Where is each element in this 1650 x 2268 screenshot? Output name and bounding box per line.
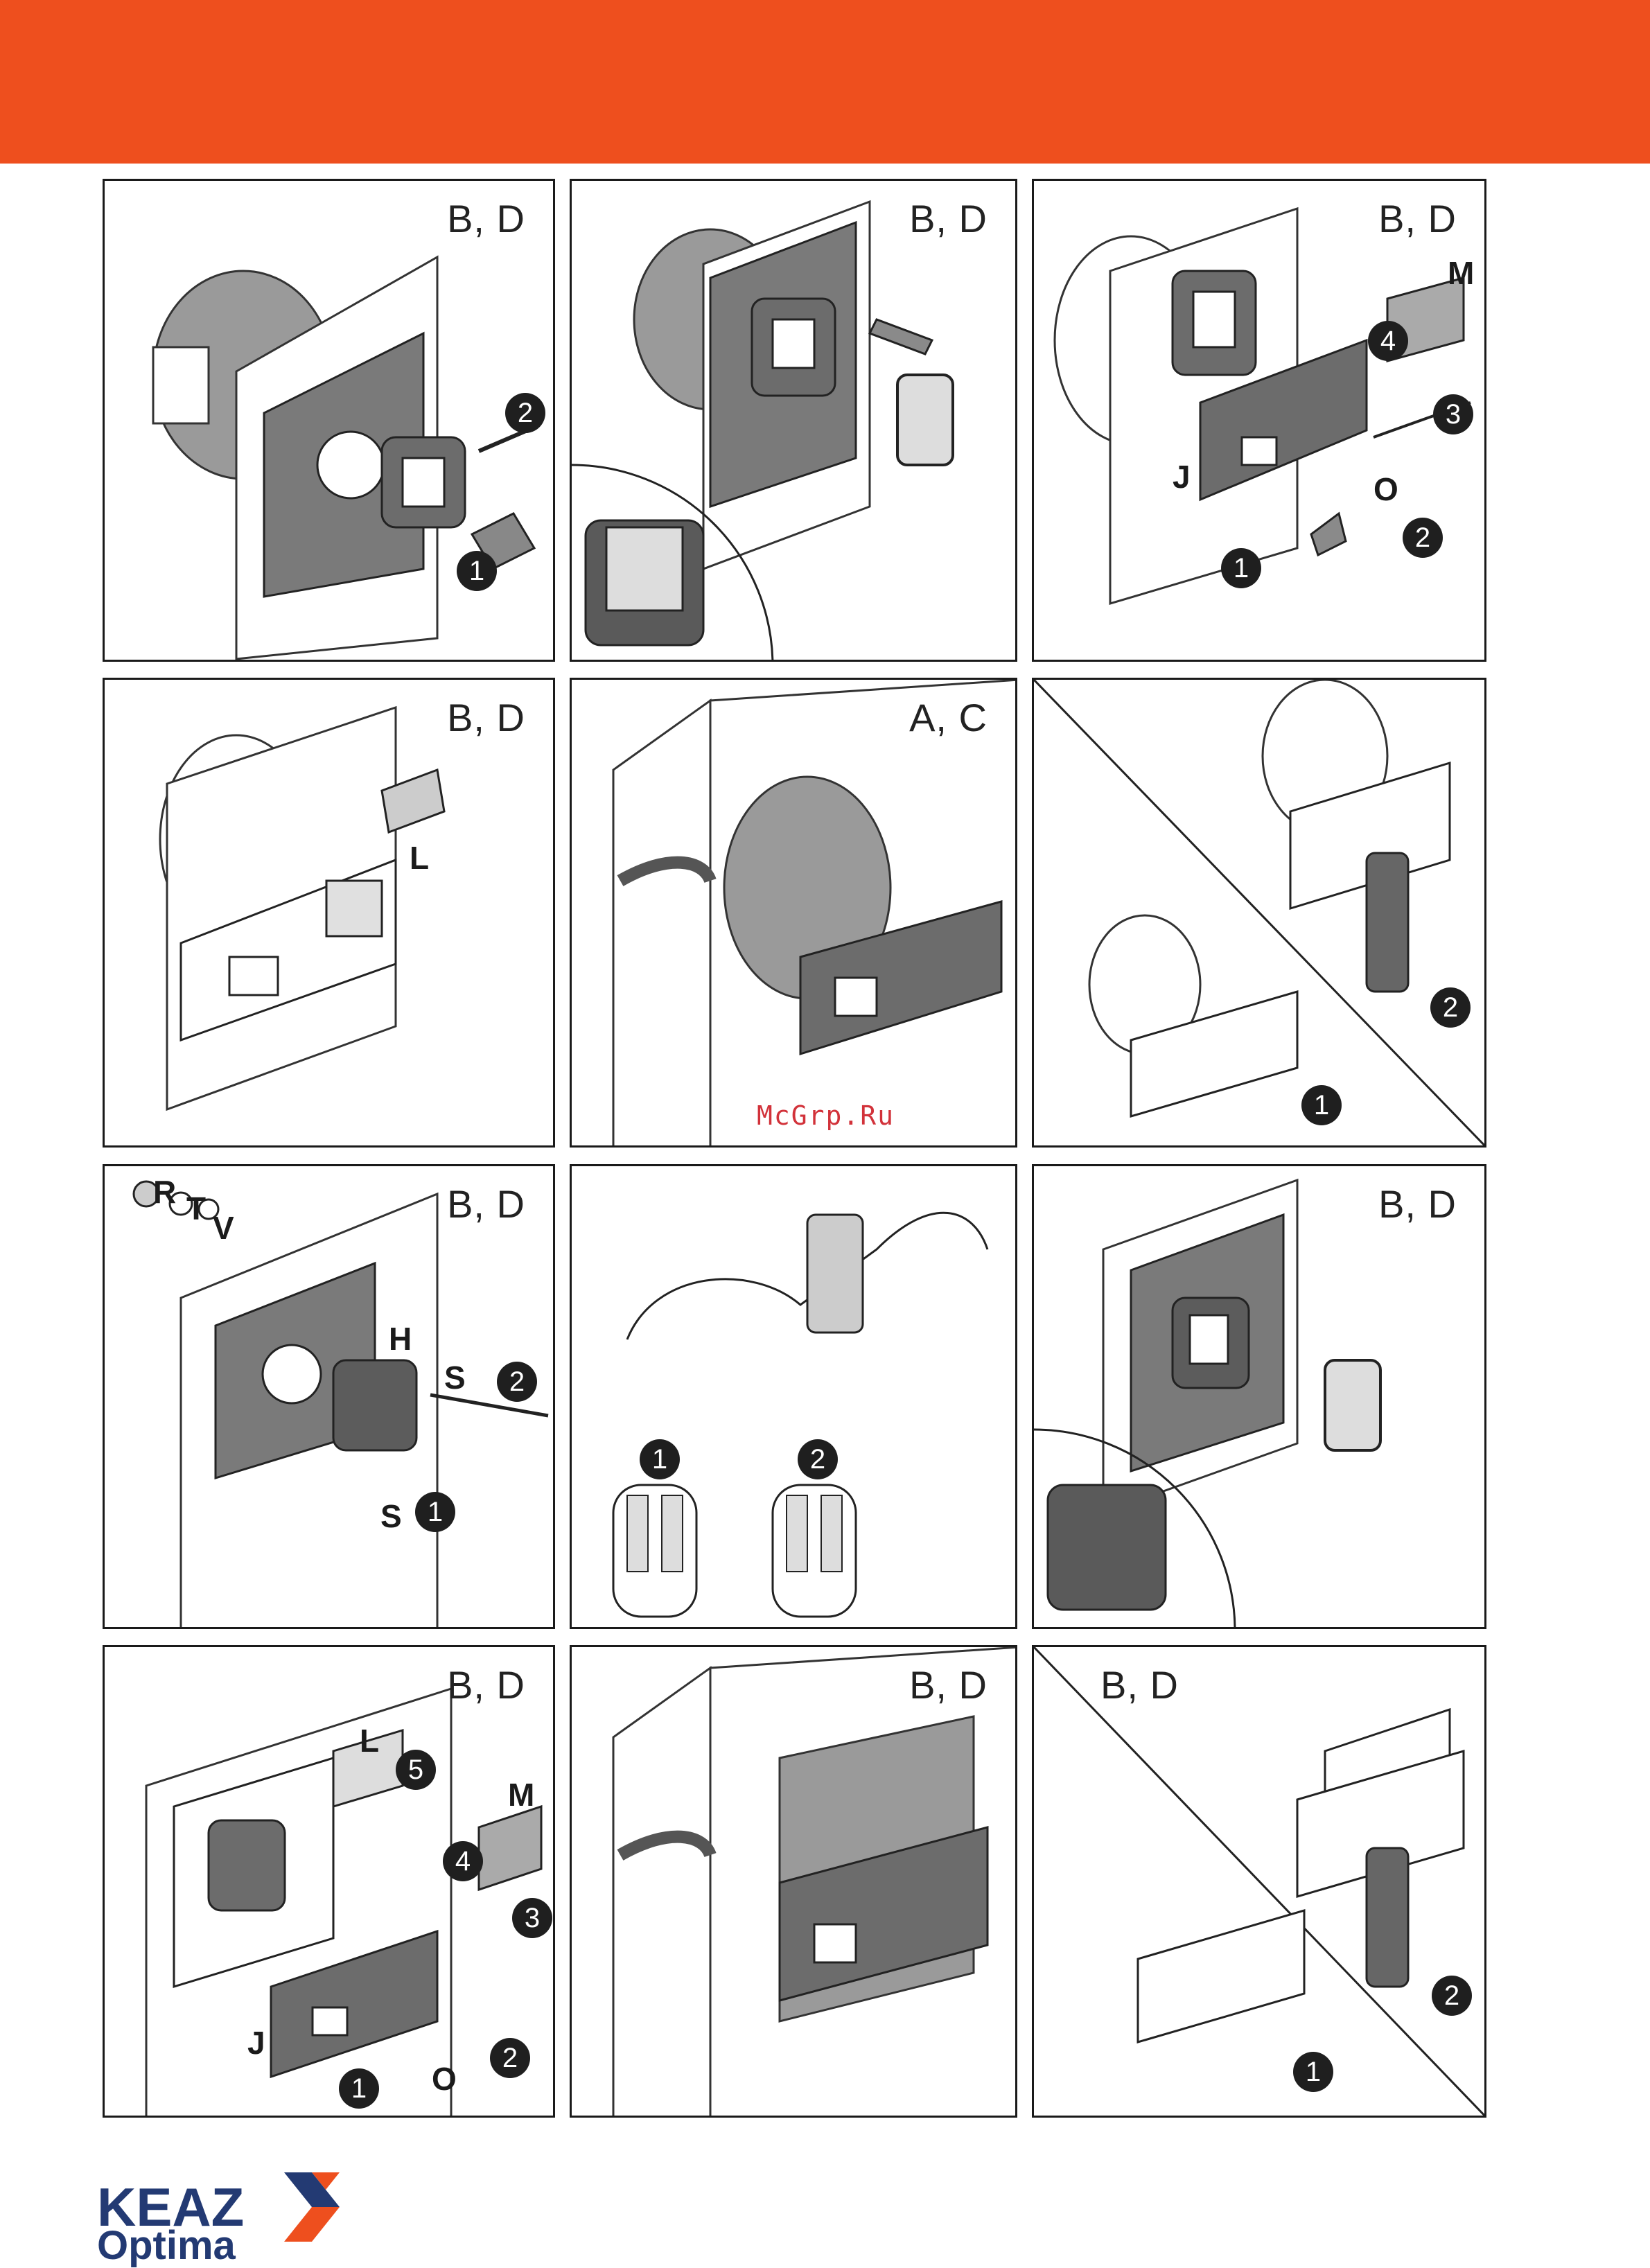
panel-9-illustration xyxy=(1034,1166,1486,1629)
part-letter: S xyxy=(444,1359,466,1396)
panel-12-illustration xyxy=(1034,1647,1486,2118)
step-badge: 1 xyxy=(1301,1085,1342,1125)
step-badge: 1 xyxy=(1293,2052,1333,2092)
panel-label: B, D xyxy=(1378,1181,1457,1227)
step-badge: 2 xyxy=(1432,1976,1472,2016)
panel-5-illustration xyxy=(572,680,1017,1148)
panel-12: B, D 1 2 xyxy=(1032,1645,1486,2118)
step-badge: 4 xyxy=(1368,321,1408,361)
panel-6-illustration xyxy=(1034,680,1486,1148)
panel-1-illustration xyxy=(105,181,555,662)
panel-label: B, D xyxy=(1378,196,1457,241)
part-letter: H xyxy=(389,1320,412,1357)
keaz-logo-mark-icon xyxy=(270,2172,353,2242)
step-badge: 1 xyxy=(339,2068,379,2109)
part-letter: J xyxy=(1173,458,1191,495)
step-badge: 1 xyxy=(1221,548,1261,588)
part-letter: O xyxy=(1373,471,1398,508)
panel-8: 1 2 xyxy=(570,1164,1017,1629)
panel-label: B, D xyxy=(447,1181,525,1227)
panel-label: B, D xyxy=(909,196,988,241)
part-letter: M xyxy=(508,1776,534,1813)
step-badge: 1 xyxy=(640,1439,680,1479)
panel-label: B, D xyxy=(447,695,525,740)
panel-3: B, D M J O 1 2 3 4 xyxy=(1032,179,1486,662)
step-badge: 1 xyxy=(457,551,497,591)
part-letter: T xyxy=(186,1190,206,1227)
panel-7: B, D R T V H S S 1 2 xyxy=(103,1164,555,1629)
panel-11: B, D xyxy=(570,1645,1017,2118)
panel-11-illustration xyxy=(572,1647,1017,2118)
panel-label: A, C xyxy=(909,695,988,740)
part-letter: L xyxy=(410,839,429,877)
step-badge: 3 xyxy=(512,1898,552,1938)
step-badge: 2 xyxy=(1430,987,1471,1028)
step-badge: 5 xyxy=(396,1750,436,1790)
part-letter: J xyxy=(247,2024,265,2062)
panel-3-illustration xyxy=(1034,181,1486,662)
brand-logo: KEAZ Optima xyxy=(97,2179,374,2235)
step-badge: 2 xyxy=(505,393,545,433)
part-letter: R xyxy=(153,1173,176,1211)
step-badge: 2 xyxy=(497,1362,537,1402)
panel-4: B, D L xyxy=(103,678,555,1148)
panel-label: B, D xyxy=(447,196,525,241)
panel-label: B, D xyxy=(1100,1662,1179,1707)
part-letter: M xyxy=(1448,254,1474,292)
step-badge: 2 xyxy=(798,1439,838,1479)
panel-label: B, D xyxy=(447,1662,525,1707)
panel-4-illustration xyxy=(105,680,555,1148)
part-letter: V xyxy=(213,1209,234,1247)
panel-6: 1 2 xyxy=(1032,678,1486,1148)
brand-subname: Optima xyxy=(97,2225,236,2267)
panel-7-illustration xyxy=(105,1166,555,1629)
panel-5: A, C xyxy=(570,678,1017,1148)
panel-10-illustration xyxy=(105,1647,555,2118)
panel-2-illustration xyxy=(572,181,1017,662)
step-badge: 2 xyxy=(490,2038,530,2078)
panel-10: B, D L M J O 1 2 3 4 5 xyxy=(103,1645,555,2118)
panel-label: B, D xyxy=(909,1662,988,1707)
part-letter: L xyxy=(360,1722,379,1759)
watermark: McGrp.Ru xyxy=(757,1100,895,1131)
step-badge: 4 xyxy=(443,1841,483,1881)
panel-8-illustration xyxy=(572,1166,1017,1629)
panel-1: B, D 1 2 xyxy=(103,179,555,662)
panel-2: B, D xyxy=(570,179,1017,662)
step-badge: 2 xyxy=(1403,518,1443,558)
step-badge: 1 xyxy=(415,1492,455,1532)
step-badge: 3 xyxy=(1433,394,1473,434)
part-letter: O xyxy=(432,2060,457,2098)
part-letter: S xyxy=(380,1497,402,1535)
header-bar xyxy=(0,0,1650,164)
panel-9: B, D xyxy=(1032,1164,1486,1629)
